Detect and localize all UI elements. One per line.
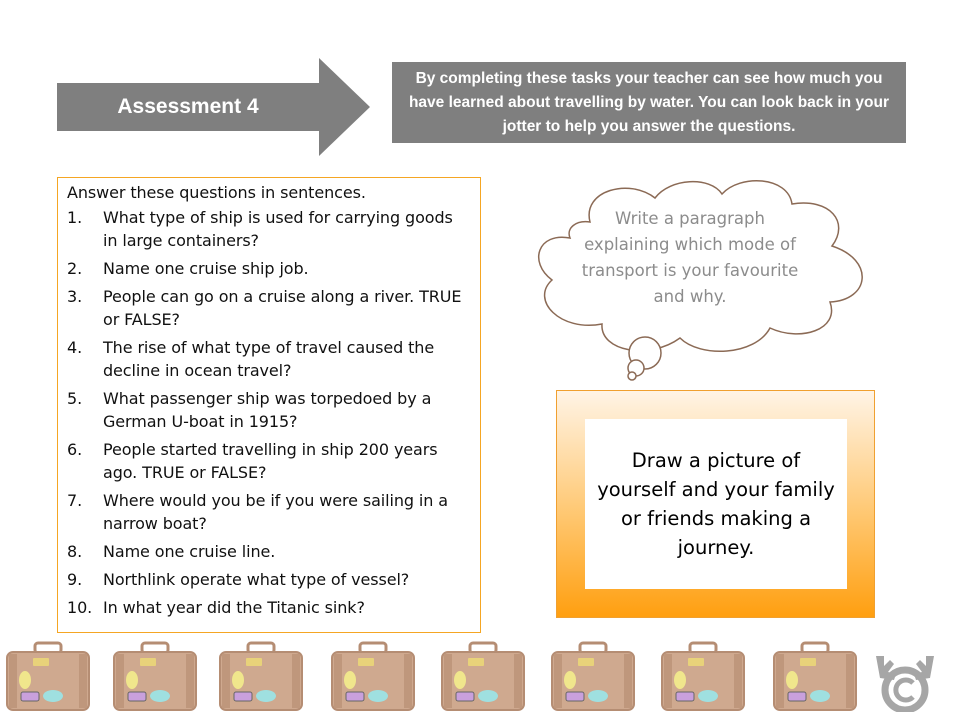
suitcase-row (0, 640, 960, 720)
suitcase-icon (773, 641, 857, 711)
draw-task-box: Draw a picture of yourself and your fami… (585, 419, 847, 589)
question-item: 3. People can go on a cruise along a rive… (67, 285, 470, 331)
assessment-arrow: Assessment 4 (57, 58, 370, 156)
question-number: 10. (67, 598, 93, 617)
question-text: What type of ship is used for carrying g… (103, 208, 453, 250)
question-text: People started travelling in ship 200 ye… (103, 440, 438, 482)
question-text: Name one cruise ship job. (103, 259, 309, 278)
question-item: 7. Where would you be if you were sailing… (67, 489, 470, 535)
draw-task-text: Draw a picture of yourself and your fami… (597, 449, 835, 559)
question-item: 6. People started travelling in ship 200 … (67, 438, 470, 484)
question-text: Name one cruise line. (103, 542, 276, 561)
thought-cloud: Write a paragraph explaining which mode … (530, 170, 880, 385)
suitcase-icon (219, 641, 303, 711)
arrow-shape (57, 58, 370, 156)
moose-copyright-icon (876, 656, 934, 712)
question-item: 4. The rise of what type of travel caused… (67, 336, 470, 382)
draw-task-frame: Draw a picture of yourself and your fami… (556, 390, 875, 618)
suitcase-icon (551, 641, 635, 711)
questions-intro: Answer these questions in sentences. (67, 183, 366, 202)
question-number: 5. (67, 389, 83, 408)
question-text: What passenger ship was torpedoed by a G… (103, 389, 432, 431)
suitcase-icon (113, 641, 197, 711)
suitcase-icon (441, 641, 525, 711)
question-number: 3. (67, 287, 83, 306)
question-item: 2. Name one cruise ship job. (67, 257, 470, 280)
question-text: In what year did the Titanic sink? (103, 598, 365, 617)
question-text: The rise of what type of travel caused t… (103, 338, 435, 380)
question-text: Where would you be if you were sailing i… (103, 491, 449, 533)
question-number: 9. (67, 570, 83, 589)
question-text: People can go on a cruise along a river.… (103, 287, 462, 329)
thought-text: Write a paragraph explaining which mode … (581, 209, 799, 306)
suitcase-icon (661, 641, 745, 711)
cloud-icon (538, 179, 863, 381)
question-item: 5. What passenger ship was torpedoed by a… (67, 387, 470, 433)
suitcase-icon (6, 641, 90, 711)
question-number: 6. (67, 440, 83, 459)
question-item: 8. Name one cruise line. (67, 540, 470, 563)
intro-text: By completing these tasks your teacher c… (408, 69, 890, 135)
question-item: 9. Northlink operate what type of vessel? (67, 568, 470, 591)
question-text: Northlink operate what type of vessel? (103, 570, 410, 589)
question-number: 8. (67, 542, 83, 561)
suitcase-icon (331, 641, 415, 711)
assessment-title: Assessment 4 (117, 95, 259, 118)
question-item: 10. In what year did the Titanic sink? (67, 596, 470, 619)
question-number: 4. (67, 338, 83, 357)
question-number: 2. (67, 259, 83, 278)
question-number: 7. (67, 491, 83, 510)
questions-list: 1. What type of ship is used for carrying… (67, 206, 470, 619)
question-number: 1. (67, 208, 83, 227)
question-item: 1. What type of ship is used for carrying… (67, 206, 470, 252)
questions-box: Answer these questions in sentences. 1. W… (57, 177, 481, 633)
intro-text-box: By completing these tasks your teacher c… (392, 62, 906, 143)
